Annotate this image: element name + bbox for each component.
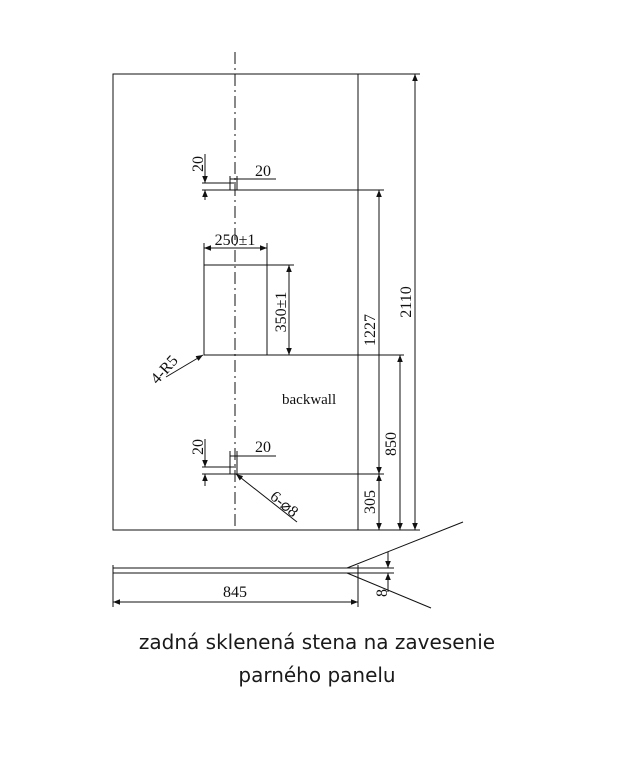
dim-height-to-top-hole: 1227 xyxy=(362,314,379,346)
dim-hole-top-horizontal: 20 xyxy=(255,163,271,180)
dim-hole-bottom-vertical: 20 xyxy=(190,439,207,455)
dim-corner-radius: 4-R5 xyxy=(148,352,182,387)
caption-line-1: zadná sklenená stena na zavesenie xyxy=(138,630,496,654)
dim-cutout-width: 250±1 xyxy=(215,232,256,249)
cutout-rect xyxy=(203,264,268,356)
part-label: backwall xyxy=(282,392,336,408)
caption: zadná sklenená stena na zavesenie parnéh… xyxy=(0,626,634,692)
dim-height-to-cutout: 850 xyxy=(383,432,400,456)
dim-hole-bottom-horizontal: 20 xyxy=(255,439,271,456)
dim-thickness: 8 xyxy=(374,589,391,597)
dim-cutout-height: 350±1 xyxy=(273,292,290,333)
dim-total-height: 2110 xyxy=(398,286,415,317)
dim-height-to-bottom-hole: 305 xyxy=(362,490,379,514)
dim-holes: 6-⌀8 xyxy=(267,488,302,521)
dim-hole-top-vertical: 20 xyxy=(190,156,207,172)
caption-line-2: parného panelu xyxy=(238,663,396,687)
dim-width: 845 xyxy=(223,584,247,601)
